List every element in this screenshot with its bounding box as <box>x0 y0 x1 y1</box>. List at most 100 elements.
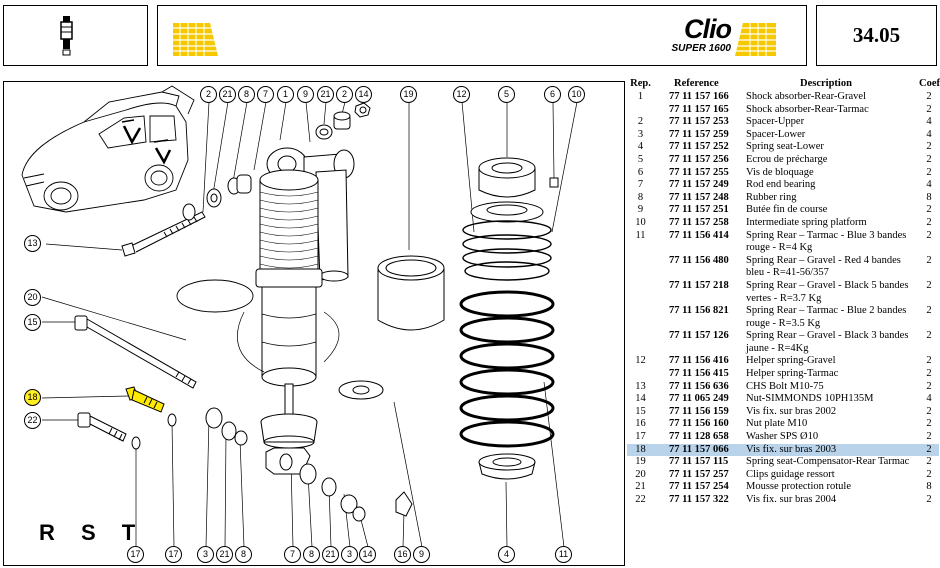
header-coef: Coef <box>919 78 940 89</box>
callout-9: 9 <box>297 86 314 103</box>
callout-21: 21 <box>216 546 233 563</box>
callout-12: 12 <box>453 86 470 103</box>
row-description: Helper spring-Gravel <box>746 355 836 367</box>
row-description: Vis fix. sur bras 2004 <box>746 494 837 505</box>
row-rep: 9 <box>637 204 644 216</box>
shock-absorber-body <box>205 147 413 522</box>
row-coef: 2 <box>926 216 932 228</box>
row-reference: 77 11 157 259 <box>669 128 729 140</box>
row-reference: 77 11 065 249 <box>669 393 729 405</box>
callout-20: 20 <box>24 289 41 306</box>
header-rep: Rep. <box>630 78 651 89</box>
row-reference: 77 11 157 252 <box>669 141 729 153</box>
row-description: Spacer-Lower <box>746 128 806 140</box>
callout-6: 6 <box>544 86 561 103</box>
row-description: Clips guidage ressort <box>746 468 835 480</box>
row-rep: 13 <box>635 380 646 392</box>
callout-8: 8 <box>235 546 252 563</box>
callout-7: 7 <box>257 86 274 103</box>
row-rep: 2 <box>637 116 644 128</box>
row-coef: 4 <box>926 128 932 140</box>
row-description: Spring seat-Compensator-Rear Tarmac <box>746 456 910 468</box>
row-reference: 77 11 156 414 <box>669 229 729 241</box>
row-reference: 77 11 156 416 <box>669 355 729 367</box>
car-illustration <box>21 85 195 213</box>
callout-19: 19 <box>400 86 417 103</box>
row-rep: 11 <box>635 229 646 241</box>
row-reference: 77 11 157 257 <box>669 468 729 480</box>
row-coef: 2 <box>926 305 932 317</box>
row-coef: 2 <box>926 418 932 430</box>
row-rep: 15 <box>635 405 646 417</box>
spring-assembly <box>459 157 559 480</box>
row-coef: 2 <box>926 103 932 115</box>
table-header: Rep. Reference Description Coef <box>627 78 940 91</box>
header-description: Description <box>800 78 852 89</box>
row-rep <box>627 330 654 355</box>
row-rep <box>627 368 654 381</box>
row-rep <box>627 255 654 280</box>
callout-1: 1 <box>277 86 294 103</box>
clio-logo: Clio SUPER 1600 <box>645 16 732 55</box>
row-rep: 21 <box>635 481 646 493</box>
row-coef: 2 <box>926 380 932 392</box>
callout-10: 10 <box>568 86 585 103</box>
row-coef: 2 <box>926 141 932 153</box>
row-reference: 77 11 157 322 <box>669 494 729 505</box>
row-coef: 4 <box>926 179 932 191</box>
callout-9: 9 <box>413 546 430 563</box>
row-coef: 2 <box>926 229 932 241</box>
row-reference: 77 11 156 159 <box>669 405 729 417</box>
row-description: CHS Bolt M10-75 <box>746 380 824 392</box>
callout-11: 11 <box>555 546 572 563</box>
spring-seat-19 <box>338 255 445 400</box>
stripes-graphic-left <box>173 23 218 56</box>
callout-21: 21 <box>322 546 339 563</box>
row-description: Vis fix. sur bras 2003 <box>746 443 837 455</box>
row-coef: 8 <box>926 191 932 203</box>
exploded-diagram: 2 21 8 7 1 9 21 2 14 19 12 5 6 10 13 20 … <box>3 81 625 566</box>
row-description: Ecrou de précharge <box>746 153 828 165</box>
page-number: 34.05 <box>816 5 937 66</box>
row-rep: 14 <box>635 393 646 405</box>
bolt-13 <box>121 211 206 257</box>
row-rep: 18 <box>635 443 646 455</box>
bolt-15 <box>74 315 197 389</box>
row-description: Nut-SIMMONDS 10PH135M <box>746 393 874 405</box>
row-coef: 4 <box>926 116 932 128</box>
row-coef: 2 <box>926 91 932 102</box>
row-description: Butée fin de course <box>746 204 828 216</box>
row-coef: 2 <box>926 254 932 266</box>
row-coef: 2 <box>926 279 932 291</box>
row-description: Rubber ring <box>746 191 797 203</box>
group-label: R S T <box>39 520 146 545</box>
